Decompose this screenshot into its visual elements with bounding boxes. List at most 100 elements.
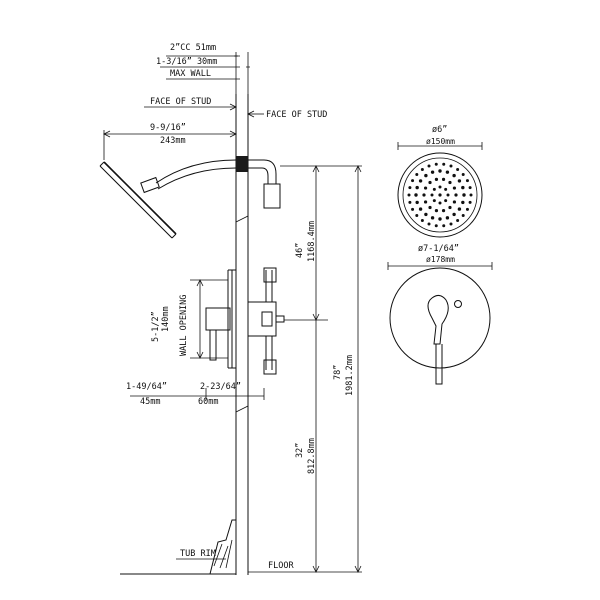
nozzle-dot — [422, 193, 426, 197]
nozzle-dot — [415, 214, 419, 218]
lever-handle-icon — [427, 294, 462, 385]
nozzle-dot — [442, 162, 446, 166]
nozzle-dot — [434, 209, 439, 213]
max-wall-label: MAX WALL — [170, 69, 211, 79]
nozzle-dot — [449, 222, 453, 226]
nozzle-dot — [449, 164, 453, 168]
total-height-in-label: 78” — [333, 365, 343, 380]
nozzle-dot — [444, 187, 448, 191]
tub-rim-label: TUB RIM — [180, 549, 216, 559]
nozzle-dot — [432, 187, 436, 191]
shower-head-icon — [99, 156, 281, 239]
nozzle-dot — [418, 207, 423, 211]
nozzle-dot — [430, 216, 435, 220]
face-of-stud-markers: FACE OF STUD FACE OF STUD — [144, 97, 327, 120]
nozzle-dot — [468, 186, 472, 190]
head-dia-in-label: ø6” — [432, 125, 447, 135]
nozzle-dot — [457, 179, 462, 183]
nozzle-dot — [445, 170, 450, 174]
nozzle-dot — [411, 207, 415, 211]
depth1-in-label: 1-49/64” — [126, 382, 167, 392]
depth2-in-label: 2-23/64” — [200, 382, 241, 392]
nozzle-dot — [461, 185, 465, 190]
head-height-in-label: 46” — [295, 243, 305, 258]
depth1-mm-label: 45mm — [140, 397, 160, 407]
height-dimensions: 46” 1168.4mm 32” 812.8mm 78” 1981.2mm — [248, 165, 362, 573]
valve-height-mm-label: 812.8mm — [307, 438, 317, 474]
nozzle-dot — [428, 205, 432, 210]
nozzle-dot — [446, 193, 450, 197]
opening-in-label: 5-1/2” — [151, 311, 161, 342]
nozzle-dot — [465, 207, 469, 211]
nozzle-dot — [430, 193, 434, 197]
nozzle-dot — [418, 179, 423, 183]
nozzle-dot — [441, 209, 446, 213]
wall-opening-dimension: 5-1/2” 140mm WALL OPENING — [151, 279, 228, 359]
nozzle-dot — [427, 164, 431, 168]
floor-label: FLOOR — [268, 561, 294, 571]
nozzle-dot — [462, 193, 466, 197]
arm-length-dimension: 9-9/16” 243mm — [103, 123, 237, 160]
wall-opening-label: WALL OPENING — [179, 295, 189, 356]
nozzle-dot — [438, 169, 442, 173]
nozzle-dot — [438, 217, 442, 221]
nozzle-dot — [456, 167, 460, 171]
arm-length-in-label: 9-9/16” — [150, 123, 186, 133]
nozzle-dot — [452, 212, 456, 217]
valve-side-view — [205, 267, 285, 375]
shower-head-front-icon: ø6” ø150mm — [397, 125, 483, 238]
nozzle-dot — [432, 199, 436, 203]
nozzle-dot — [457, 207, 462, 211]
nozzle-dot — [408, 200, 412, 204]
nozzle-dot — [448, 205, 452, 210]
nozzle-dot — [452, 173, 456, 178]
nozzle-dot — [461, 214, 465, 218]
nozzle-dot — [408, 186, 412, 190]
nozzle-dot — [430, 170, 435, 174]
nozzle-dot — [424, 212, 428, 217]
nozzle-dot — [415, 185, 419, 190]
nozzle-dot — [469, 193, 473, 197]
nozzle-dot — [434, 162, 438, 166]
nozzle-dot — [465, 179, 469, 183]
nozzle-dot — [442, 224, 446, 228]
head-height-mm-label: 1168.4mm — [307, 221, 317, 262]
valve-height-in-label: 32” — [295, 443, 305, 458]
nozzle-dot — [434, 224, 438, 228]
arm-length-mm-label: 243mm — [160, 136, 186, 146]
nozzle-dot — [434, 177, 439, 181]
nozzle-dot — [468, 200, 472, 204]
nozzle-dot — [420, 219, 424, 223]
nozzle-dot — [444, 199, 448, 203]
face-of-stud-left-label: FACE OF STUD — [150, 97, 211, 107]
nozzle-dot — [461, 200, 465, 205]
nozzle-dot — [424, 173, 428, 178]
nozzle-pattern — [407, 162, 473, 228]
trim-dia-mm-label: ø178mm — [426, 255, 455, 264]
total-height-mm-label: 1981.2mm — [345, 355, 355, 396]
valve-trim-front-icon: ø7-1/64” ø178mm — [387, 244, 493, 385]
head-dia-mm-label: ø150mm — [426, 137, 455, 146]
nozzle-dot — [438, 185, 442, 189]
nozzle-dot — [420, 167, 424, 171]
nozzle-dot — [454, 193, 458, 197]
nozzle-dot — [427, 222, 431, 226]
nozzle-dot — [438, 201, 442, 205]
nozzle-dot — [415, 200, 419, 205]
nozzle-dot — [448, 180, 452, 185]
nozzle-dot — [456, 219, 460, 223]
wall-thickness-label: 1-3/16” 30mm — [156, 57, 217, 67]
depth2-mm-label: 60mm — [198, 397, 218, 407]
nozzle-dot — [445, 216, 450, 220]
face-of-stud-right-label: FACE OF STUD — [266, 110, 327, 120]
nozzle-dot — [438, 193, 442, 197]
nozzle-dot — [452, 186, 457, 190]
nozzle-dot — [428, 180, 432, 185]
tub-and-floor: TUB RIM FLOOR — [120, 519, 294, 575]
nozzle-dot — [423, 186, 428, 190]
nozzle-dot — [411, 179, 415, 183]
cc-label: 2”CC 51mm — [170, 43, 216, 53]
nozzle-dot — [461, 172, 465, 176]
